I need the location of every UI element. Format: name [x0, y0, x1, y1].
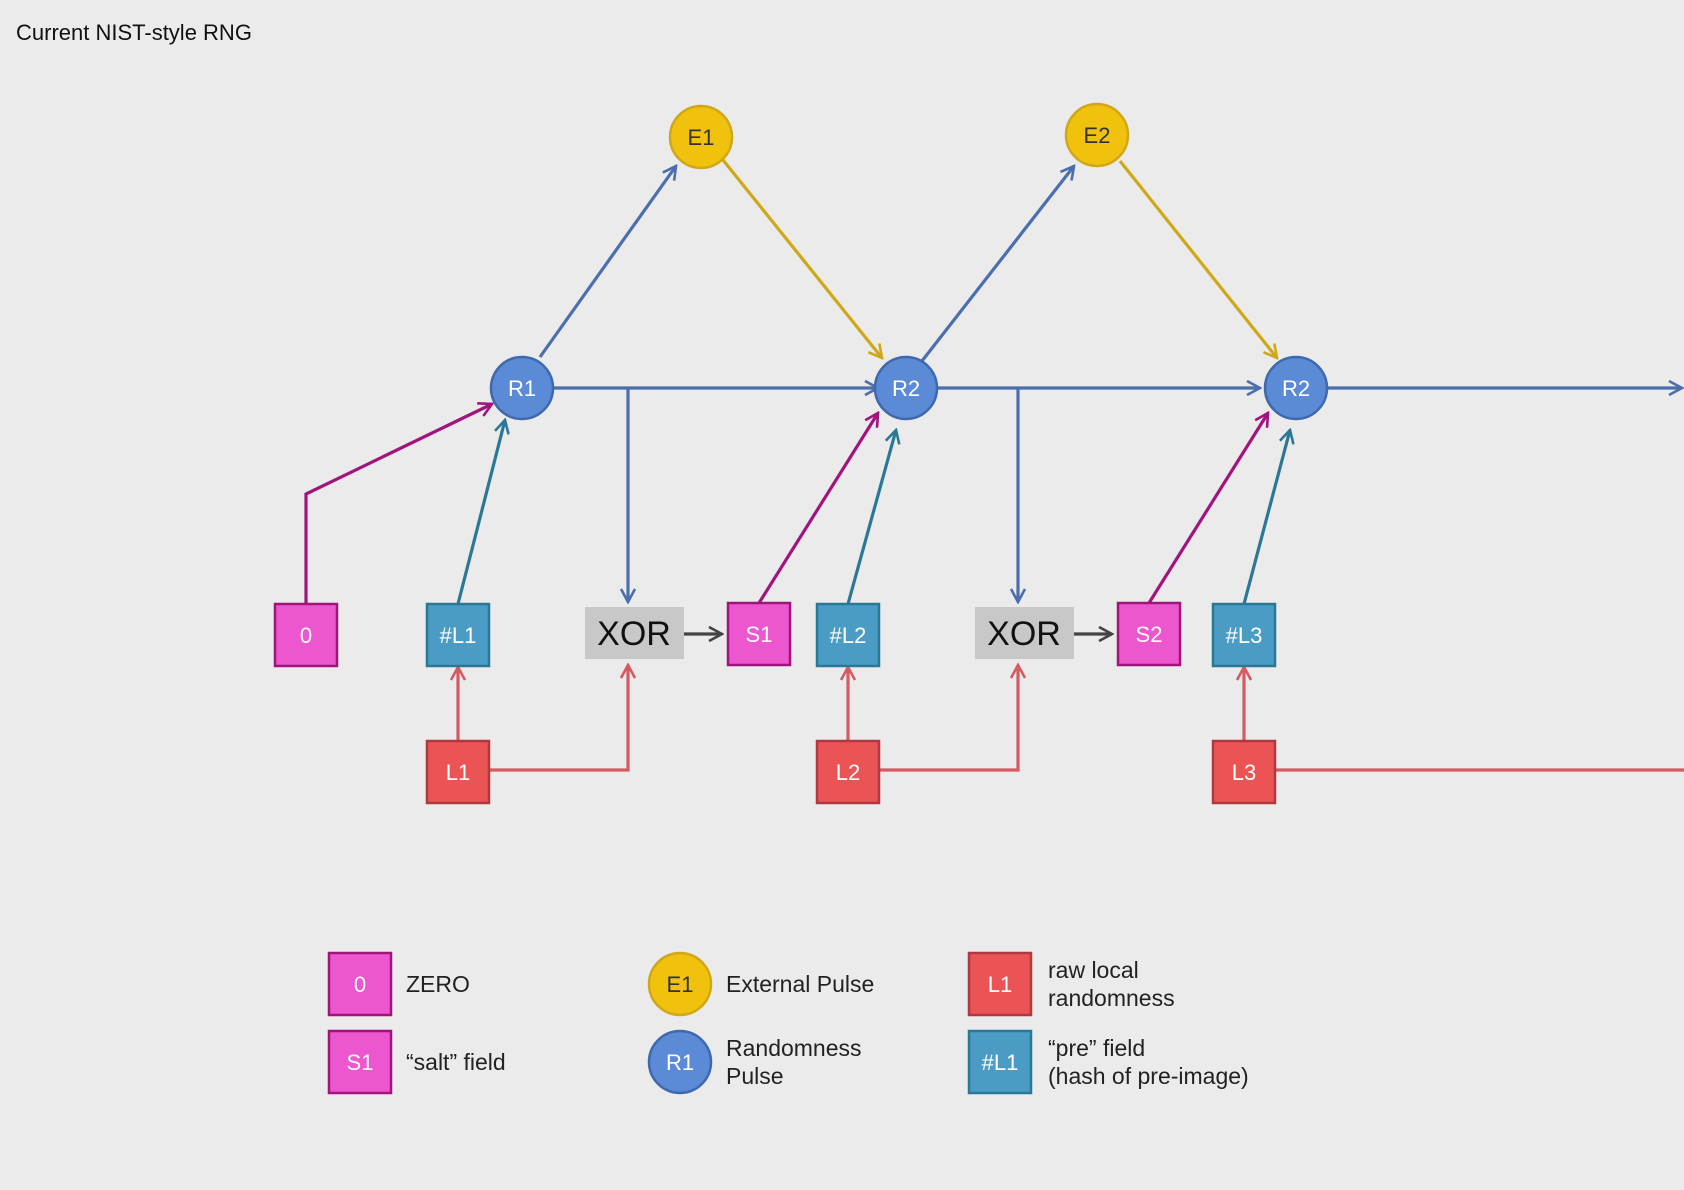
legend-pulse-symbol: R1	[647, 1029, 713, 1095]
r1-node: R1	[489, 355, 555, 421]
hash-l3-node: #L3	[1211, 602, 1277, 668]
arrow-hl2-to-r2	[846, 430, 896, 605]
r2-node: R2	[873, 355, 939, 421]
arrow-l1-to-xor1	[490, 665, 628, 772]
l2-label: L2	[836, 760, 860, 785]
e2-label: E2	[1084, 123, 1111, 148]
legend-pre-label: “pre” field (hash of pre-image)	[1048, 1035, 1249, 1089]
e2-node: E2	[1064, 102, 1130, 168]
legend-pulse-label: Randomness Pulse	[726, 1035, 862, 1089]
arrow-l2-to-xor2	[880, 665, 1018, 772]
nodes: 0 #L1 XOR S1 #L2 XOR S2	[273, 102, 1329, 805]
legend-external-label: External Pulse	[726, 971, 875, 997]
e1-label: E1	[688, 125, 715, 150]
l1-node: L1	[425, 739, 491, 805]
hash-l2-node: #L2	[815, 602, 881, 668]
legend-salt-label: “salt” field	[406, 1049, 506, 1075]
arrow-r1-to-e1	[538, 166, 676, 358]
arrow-s1-to-r2	[757, 413, 878, 604]
legend-zero-label: ZERO	[406, 971, 470, 997]
s1-label: S1	[746, 622, 773, 647]
arrow-r2-to-e2	[920, 166, 1074, 362]
legend-salt-symbol: S1	[327, 1029, 393, 1095]
r2b-node: R2	[1263, 355, 1329, 421]
l3-node: L3	[1211, 739, 1277, 805]
r2b-label: R2	[1282, 376, 1310, 401]
s1-node: S1	[726, 601, 792, 667]
arrow-e2-to-r2b	[1118, 160, 1277, 358]
legend-pre-symbol: #L1	[967, 1029, 1033, 1095]
r1-label: R1	[508, 376, 536, 401]
page-title: Current NIST-style RNG	[16, 20, 252, 45]
svg-text:0: 0	[354, 972, 366, 997]
arrow-hl1-to-r1	[456, 420, 505, 605]
svg-text:E1: E1	[667, 972, 694, 997]
s2-label: S2	[1136, 622, 1163, 647]
zero-label: 0	[300, 623, 312, 648]
xor2-node: XOR	[975, 607, 1074, 659]
hash-l2-label: #L2	[830, 623, 867, 648]
legend-zero-symbol: 0	[327, 951, 393, 1017]
hash-l1-label: #L1	[440, 623, 477, 648]
legend: 0 S1 E1 R1 L1 #L1	[327, 951, 1033, 1095]
arrow-zero-to-r1	[304, 404, 492, 604]
l3-label: L3	[1232, 760, 1256, 785]
legend-local-symbol: L1	[967, 951, 1033, 1017]
svg-text:R1: R1	[666, 1050, 694, 1075]
xor2-label: XOR	[987, 615, 1061, 653]
svg-text:L1: L1	[988, 972, 1012, 997]
connections	[304, 158, 1684, 772]
hash-l3-label: #L3	[1226, 623, 1263, 648]
svg-text:S1: S1	[347, 1050, 374, 1075]
svg-text:#L1: #L1	[982, 1050, 1019, 1075]
hash-l1-node: #L1	[425, 602, 491, 668]
e1-node: E1	[668, 104, 734, 170]
l2-node: L2	[815, 739, 881, 805]
l1-label: L1	[446, 760, 470, 785]
arrow-hl3-to-r2b	[1242, 430, 1290, 605]
s2-node: S2	[1116, 601, 1182, 667]
xor1-node: XOR	[585, 607, 684, 659]
arrow-e1-to-r2	[721, 158, 882, 358]
arrow-s2-to-r2b	[1147, 413, 1268, 604]
zero-node: 0	[273, 602, 339, 668]
legend-local-label: raw local randomness	[1048, 957, 1175, 1011]
xor1-label: XOR	[597, 615, 671, 653]
legend-external-symbol: E1	[647, 951, 713, 1017]
r2-label: R2	[892, 376, 920, 401]
